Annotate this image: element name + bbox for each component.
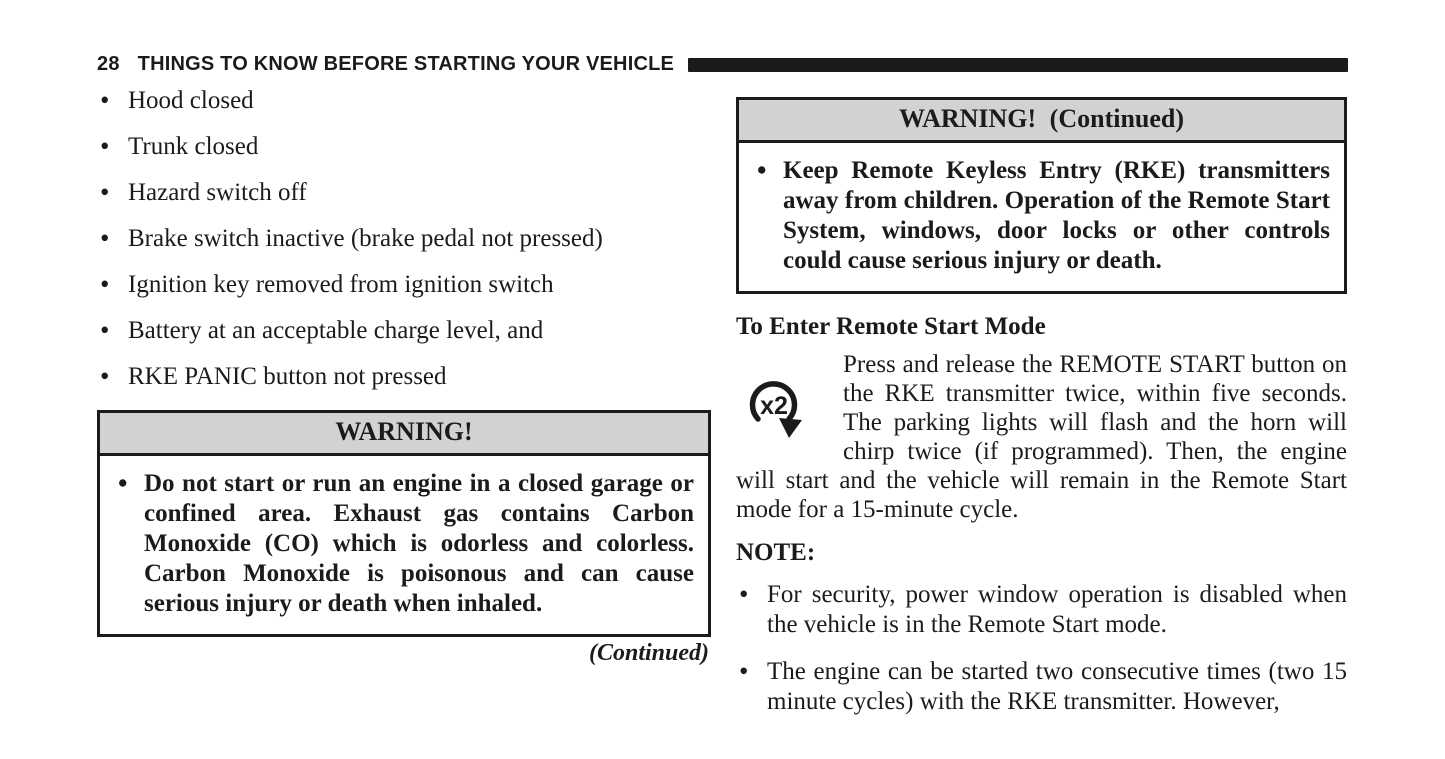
warning-box-title: WARNING! (Continued) [739,100,1344,143]
note-item: For security, power window operation is … [736,579,1347,640]
note-item: The engine can be started two consecutiv… [736,656,1347,717]
warning-box-title: WARNING! [100,413,708,456]
chapter-title: THINGS TO KNOW BEFORE STARTING YOUR VEHI… [137,53,675,75]
warning-box-carbon-monoxide: WARNING! Do not start or run an engine i… [97,410,711,637]
page-number: 28 [97,53,120,75]
press-twice-icon: x2 [736,350,843,466]
remote-start-paragraph-wrap: x2 Press and release the REMOTE START bu… [736,350,1347,524]
warning-box-rke-continued: WARNING! (Continued) Keep Remote Keyless… [736,97,1347,294]
list-item: Ignition key removed from ignition switc… [97,271,711,298]
continued-note: (Continued) [588,640,709,666]
note-heading: NOTE: [736,539,816,566]
press-twice-icon-label: x2 [760,392,788,420]
section-heading-remote-start: To Enter Remote Start Mode [736,313,1046,340]
list-item: Hazard switch off [97,179,711,206]
list-item: Trunk closed [97,133,711,160]
note-list: For security, power window operation is … [736,579,1347,717]
list-item: Brake switch inactive (brake pedal not p… [97,225,711,252]
remote-start-paragraph: Press and release the REMOTE START butto… [736,351,1347,523]
warning-item: Keep Remote Keyless Entry (RKE) transmit… [753,155,1330,276]
list-item: Battery at an acceptable charge level, a… [97,317,711,344]
list-item: Hood closed [97,87,711,114]
header-rule-bar [688,57,1348,72]
left-column: Hood closed Trunk closed Hazard switch o… [97,87,711,667]
warning-box-body: Do not start or run an engine in a close… [100,456,708,634]
right-column: WARNING! (Continued) Keep Remote Keyless… [736,95,1347,717]
pre-start-checklist: Hood closed Trunk closed Hazard switch o… [97,87,711,390]
warning-item: Do not start or run an engine in a close… [114,468,694,619]
list-item: RKE PANIC button not pressed [97,363,711,390]
running-header: 28 THINGS TO KNOW BEFORE STARTING YOUR V… [97,53,1348,76]
warning-box-body: Keep Remote Keyless Entry (RKE) transmit… [739,143,1344,291]
